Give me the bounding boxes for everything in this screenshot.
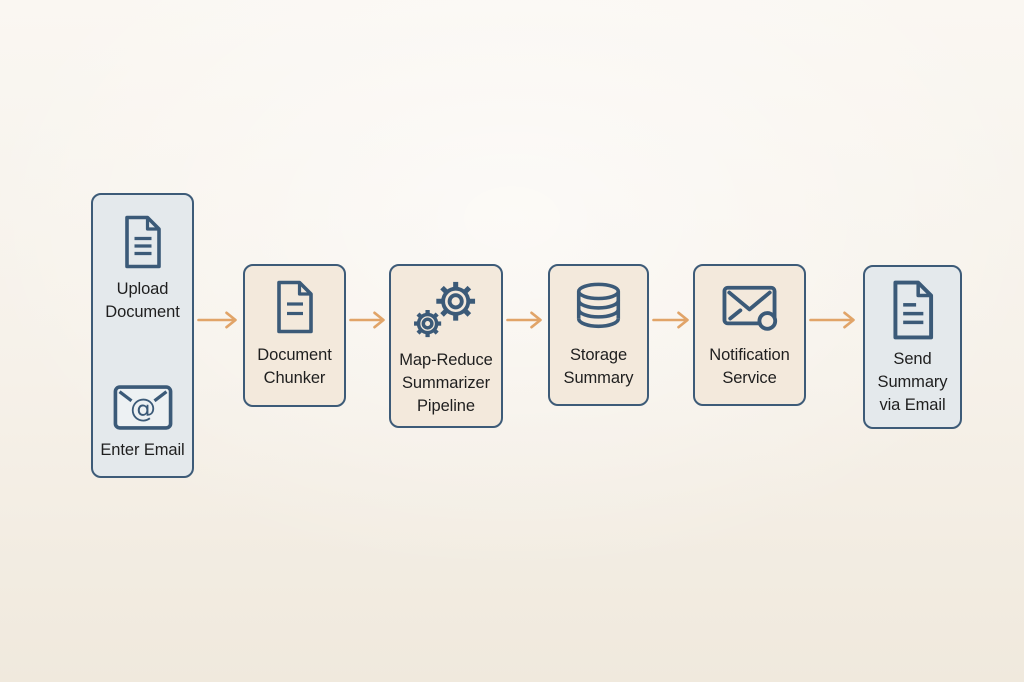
node-input: Upload Document @ Enter Email [91,193,194,478]
gears-icon [414,281,476,338]
document-icon [124,215,161,269]
node-document-chunker-label: Document Chunker [257,346,332,387]
node-storage-summary: Storage Summary [548,264,649,406]
email-at-icon: @ [113,385,172,430]
flow-arrow-4 [652,311,689,329]
node-input-email-label: Enter Email [100,441,185,459]
node-input-upload-group: Upload Document [97,215,188,324]
document-icon [892,280,933,340]
flow-arrow-3 [506,311,542,329]
node-input-upload-label: Upload Document [105,280,180,321]
flow-arrow-2 [349,311,385,329]
svg-text:@: @ [130,394,156,424]
flow-arrow-5 [809,311,855,329]
flow-arrow-1 [197,311,237,329]
node-send-summary-via-email: Send Summary via Email [863,265,962,429]
database-icon [576,282,621,329]
node-notification-service: Notification Service [693,264,806,406]
node-send-summary-via-email-label: Send Summary via Email [877,350,948,414]
node-document-chunker: Document Chunker [243,264,346,407]
node-map-reduce-summarizer-pipeline: Map-Reduce Summarizer Pipeline [389,264,503,428]
node-map-reduce-summarizer-pipeline-label: Map-Reduce Summarizer Pipeline [399,351,493,415]
node-storage-summary-label: Storage Summary [563,346,634,387]
mail-notification-icon [722,285,778,331]
node-input-email-group: @ Enter Email [100,385,185,462]
node-notification-service-label: Notification Service [709,346,790,387]
document-icon [276,280,313,334]
